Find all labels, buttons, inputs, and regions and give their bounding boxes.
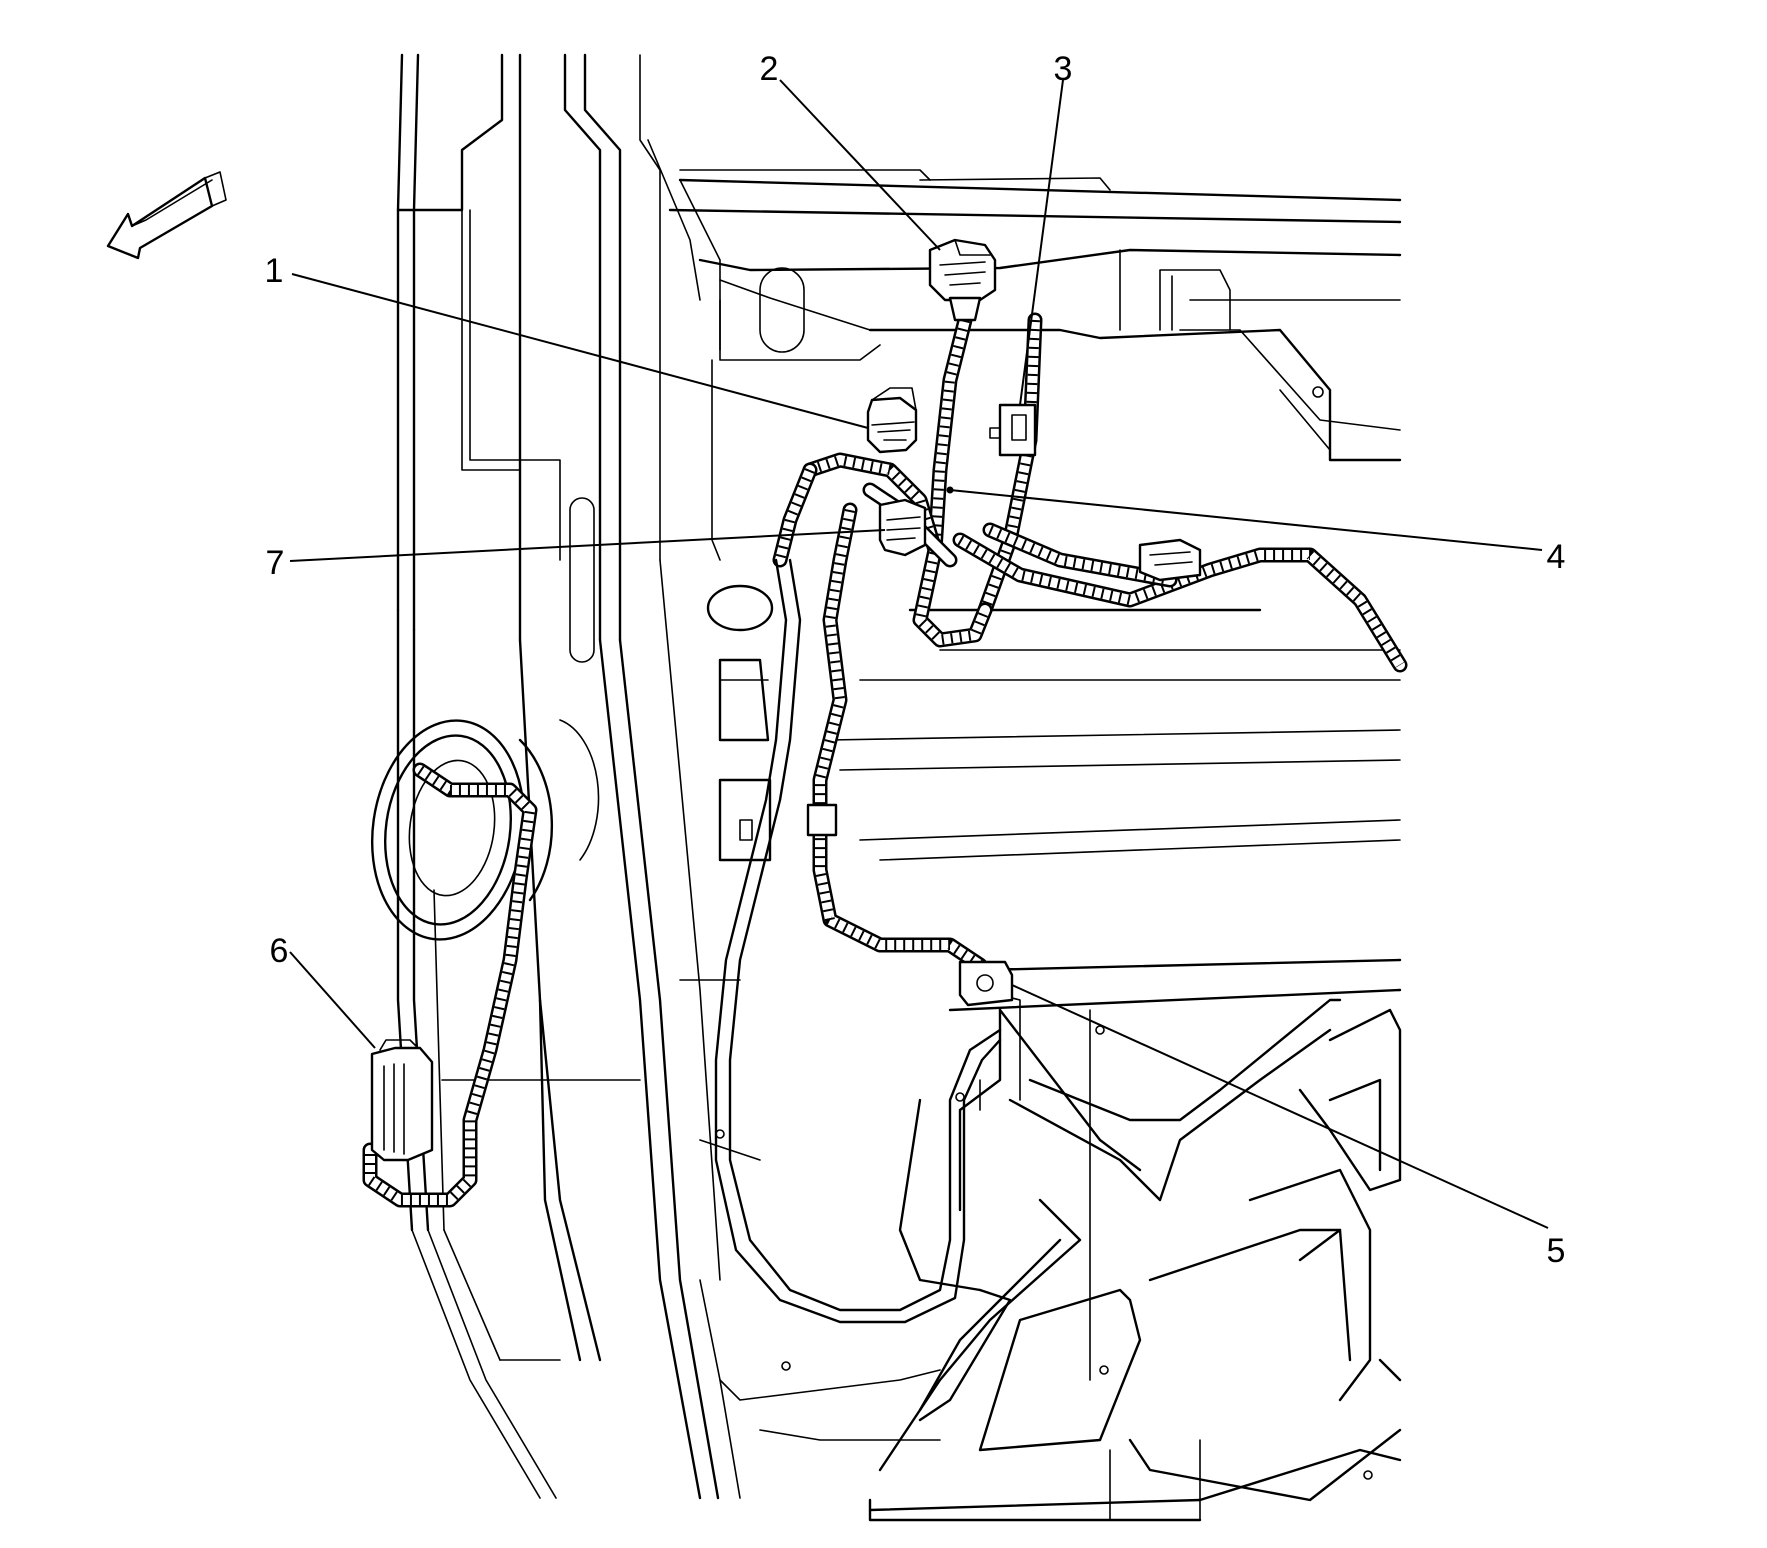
callout-6: 6	[270, 932, 289, 970]
connector-2	[928, 238, 997, 322]
connector-6	[370, 1039, 434, 1162]
callout-labels: 1 2 3 4 5 6 7	[265, 50, 1566, 1270]
callout-7: 7	[266, 544, 285, 582]
orientation-arrow-icon	[106, 171, 227, 260]
leader-lines	[289, 79, 1549, 1229]
connector-3	[989, 403, 1037, 457]
connector-5	[958, 960, 1014, 1007]
center-pillar	[563, 53, 761, 1500]
callout-2: 2	[760, 50, 779, 88]
connector-1	[866, 387, 918, 454]
wiring-harness	[362, 312, 1408, 1324]
connector-4	[1138, 538, 1202, 582]
door-frame-pillar	[396, 53, 641, 1499]
harness-grommet	[370, 719, 600, 941]
callout-5: 5	[1547, 1232, 1566, 1270]
lower-floor-panel	[715, 958, 1402, 1522]
callout-3: 3	[1054, 50, 1073, 88]
connector-7	[878, 498, 927, 557]
callout-1: 1	[265, 252, 284, 290]
upper-body-panel	[668, 169, 1402, 861]
callout-4: 4	[1547, 538, 1566, 576]
pillar-components	[706, 584, 774, 862]
